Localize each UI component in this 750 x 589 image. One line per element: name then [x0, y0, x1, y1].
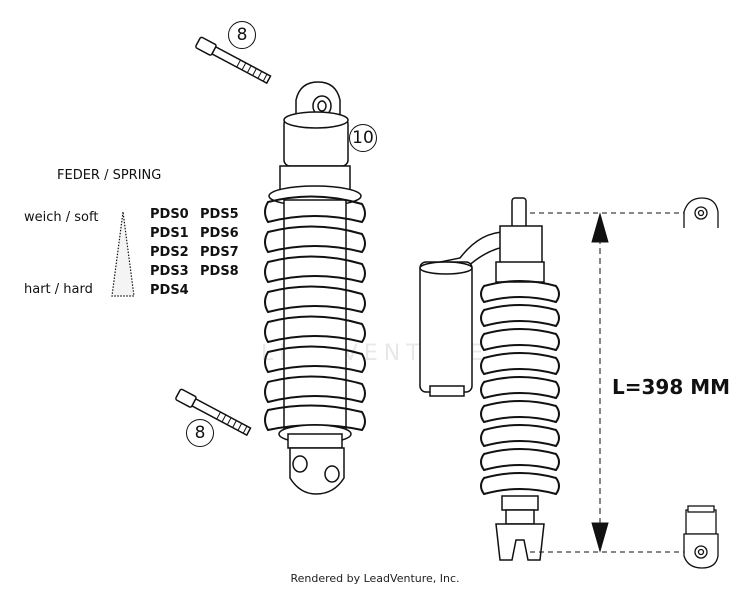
spring-table-title: FEDER / SPRING	[57, 168, 162, 183]
spring-code: PDS3	[150, 264, 189, 279]
dimension-lines	[530, 212, 694, 553]
length-dimension-label: L=398 MM	[612, 375, 731, 399]
spring-code: PDS2	[150, 245, 189, 260]
footer-credit: Rendered by LeadVenture, Inc.	[290, 572, 460, 585]
spring-code: PDS0	[150, 207, 189, 222]
shock-absorber-right	[419, 197, 560, 561]
eye-detail-bottom	[683, 505, 719, 569]
callout-bolt-bottom[interactable]: 8	[186, 419, 214, 447]
spring-rate-wedge	[111, 211, 135, 297]
bolt-bottom	[175, 388, 252, 437]
soft-label: weich / soft	[24, 210, 99, 225]
shock-absorber-left	[264, 81, 366, 495]
callout-shock[interactable]: 10	[349, 124, 377, 152]
hard-label: hart / hard	[24, 282, 93, 297]
spring-code: PDS1	[150, 226, 189, 241]
spring-code: PDS4	[150, 283, 189, 298]
callout-bolt-top[interactable]: 8	[228, 21, 256, 49]
spring-code: PDS6	[200, 226, 239, 241]
spring-code: PDS5	[200, 207, 239, 222]
spring-code: PDS8	[200, 264, 239, 279]
bolt-top	[195, 36, 272, 85]
spring-code: PDS7	[200, 245, 239, 260]
eye-detail-top	[683, 197, 719, 228]
